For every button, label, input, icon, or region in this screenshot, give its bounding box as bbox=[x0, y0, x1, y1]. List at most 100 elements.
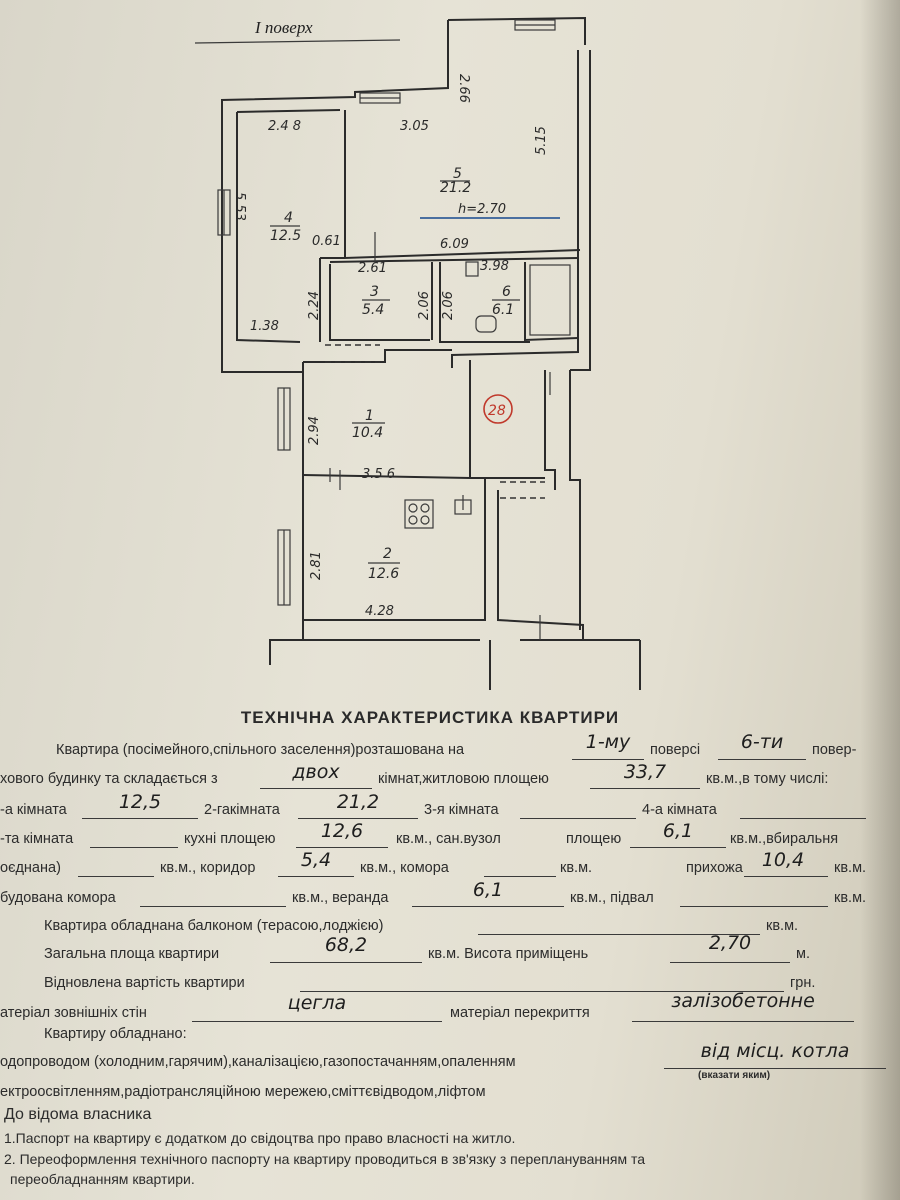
floor-plan: I поверх bbox=[194, 16, 641, 690]
corridor-area-value: 5,4 bbox=[300, 849, 332, 871]
blank-line bbox=[718, 759, 806, 760]
blank-line bbox=[680, 906, 828, 907]
blank-line bbox=[260, 788, 372, 789]
blank-line bbox=[630, 847, 726, 848]
wash-basin bbox=[465, 261, 479, 277]
row3-text-c: 3-я кімната bbox=[424, 802, 499, 818]
blank-line bbox=[140, 906, 286, 907]
row10-text-a: атеріал зовнішніх стін bbox=[0, 1005, 147, 1021]
dim-label: 5.15 bbox=[534, 126, 549, 155]
windows bbox=[217, 19, 556, 606]
row3-text-b: 2-гакімната bbox=[204, 802, 280, 818]
document-heading: ТЕХНІЧНА ХАРАКТЕРИСТИКА КВАРТИРИ bbox=[240, 708, 620, 727]
row7-text-b: кв.м. bbox=[766, 918, 799, 934]
dim-label: 2.94 bbox=[307, 416, 322, 445]
room-number: 1 bbox=[365, 408, 374, 424]
row4-text-b: кухні площею bbox=[184, 831, 276, 847]
bathroom-area-value: 6,1 bbox=[662, 820, 694, 842]
blank-line bbox=[664, 1068, 886, 1069]
wall-material-value: цегла bbox=[287, 992, 347, 1014]
row9-text-a: Відновлена вартість квартири bbox=[44, 975, 245, 991]
hallway-area-value: 10,4 bbox=[761, 849, 805, 871]
blank-line bbox=[82, 818, 198, 819]
row1-text-a: Квартира (посімейного,спільного заселенн… bbox=[56, 742, 465, 758]
ceiling-height-value: 2,70 bbox=[708, 932, 752, 954]
owner-note-2a: 2. Переоформлення технічного паспорту на… bbox=[4, 1151, 646, 1167]
owner-notice-heading: До відома власника bbox=[4, 1106, 152, 1123]
room-number: 5 bbox=[453, 166, 462, 182]
heating-source-value: від місц. котла bbox=[700, 1040, 850, 1062]
room-area: 21.2 bbox=[440, 180, 471, 196]
ceiling-height-label: h=2.70 bbox=[458, 202, 506, 217]
dim-label: 4.28 bbox=[365, 604, 394, 619]
row1-text-b: поверсі bbox=[650, 742, 701, 758]
row11-text-a: Квартиру обладнано: bbox=[44, 1026, 187, 1042]
door-openings bbox=[325, 232, 551, 640]
room-area: 10.4 bbox=[352, 425, 383, 441]
dimension-labels: 2.66 2.4 8 3.05 5.15 5.53 0.61 6.09 2.61… bbox=[232, 74, 549, 619]
row6-text-c: кв.м., підвал bbox=[570, 890, 654, 906]
toilet bbox=[475, 315, 497, 333]
blank-line bbox=[484, 876, 556, 877]
gas-stove bbox=[404, 499, 434, 529]
row5-text-d: кв.м. bbox=[560, 860, 593, 876]
blank-line bbox=[744, 876, 828, 877]
storeys-value: 6-ти bbox=[740, 731, 784, 753]
living-area-value: 33,7 bbox=[623, 761, 667, 783]
dim-label: 2.24 bbox=[307, 291, 322, 320]
blank-line bbox=[300, 991, 784, 992]
room-number: 2 bbox=[383, 546, 392, 562]
blank-line bbox=[478, 934, 760, 935]
row4-text-e: кв.м.,вбиральня bbox=[730, 831, 839, 847]
row10-text-b: матеріал перекриття bbox=[450, 1005, 590, 1021]
red-circle-stamp bbox=[483, 394, 513, 424]
dim-label: 0.61 bbox=[312, 234, 341, 249]
blank-line bbox=[270, 962, 422, 963]
blank-line bbox=[632, 1021, 854, 1022]
room2-area-value: 21,2 bbox=[336, 791, 380, 813]
dim-label: 3.98 bbox=[480, 259, 509, 274]
dim-label: 2.06 bbox=[441, 291, 456, 320]
row2-text-c: кв.м.,в тому числі: bbox=[706, 771, 829, 787]
row4-text-c: кв.м., сан.вузол bbox=[396, 831, 501, 847]
dim-label: 2.66 bbox=[456, 74, 471, 103]
room-number: 4 bbox=[284, 210, 293, 226]
owner-note-1: 1.Паспорт на квартиру є додатком до свід… bbox=[4, 1130, 516, 1146]
room-area: 6.1 bbox=[492, 302, 514, 318]
dim-label: 5.53 bbox=[232, 192, 247, 221]
dim-label: 1.38 bbox=[250, 319, 279, 334]
floor-slab-material-value: залізобетонне bbox=[671, 990, 815, 1012]
fixtures bbox=[404, 261, 571, 529]
blank-line bbox=[520, 818, 636, 819]
row3-text-d: 4-а кімната bbox=[642, 802, 717, 818]
page-edge-shadow bbox=[860, 0, 900, 1200]
row5-text-c: кв.м., комора bbox=[360, 860, 449, 876]
row8-text-c: м. bbox=[796, 946, 810, 962]
room-number: 3 bbox=[370, 284, 379, 300]
blank-line bbox=[740, 818, 866, 819]
row7-text-a: Квартира обладнана балконом (терасою,лод… bbox=[44, 918, 384, 934]
room-labels: 5 21.2 4 12.5 3 5.4 6 6.1 1 10.4 2 12.6 bbox=[270, 166, 520, 582]
row6-text-a: будована комора bbox=[0, 890, 116, 906]
row12-text-a: одопроводом (холодним,гарячим),каналізац… bbox=[0, 1054, 516, 1070]
row4-text-a: -та кімната bbox=[0, 831, 74, 847]
dim-label: 2.61 bbox=[358, 261, 387, 276]
blank-line bbox=[670, 962, 790, 963]
dim-label: 2.4 8 bbox=[268, 119, 301, 134]
row1-text-c: повер- bbox=[812, 742, 857, 758]
partitions bbox=[302, 110, 581, 621]
floor-title-underline bbox=[194, 39, 401, 44]
room-area: 12.5 bbox=[270, 228, 301, 244]
row2-text-b: кімнат,житловою площею bbox=[378, 771, 549, 787]
dim-label: 3.5 6 bbox=[362, 467, 395, 482]
blank-line bbox=[296, 847, 388, 848]
row9-text-b: грн. bbox=[790, 975, 816, 991]
bathtub bbox=[529, 264, 571, 336]
row13-text-a: ектроосвітленням,радіотрансляційною мере… bbox=[0, 1084, 486, 1100]
dim-label: 3.05 bbox=[400, 119, 429, 134]
veranda-area-value: 6,1 bbox=[472, 879, 504, 901]
rooms-count-value: двох bbox=[292, 761, 340, 783]
dim-label: 2.06 bbox=[417, 291, 432, 320]
total-area-value: 68,2 bbox=[324, 934, 368, 956]
